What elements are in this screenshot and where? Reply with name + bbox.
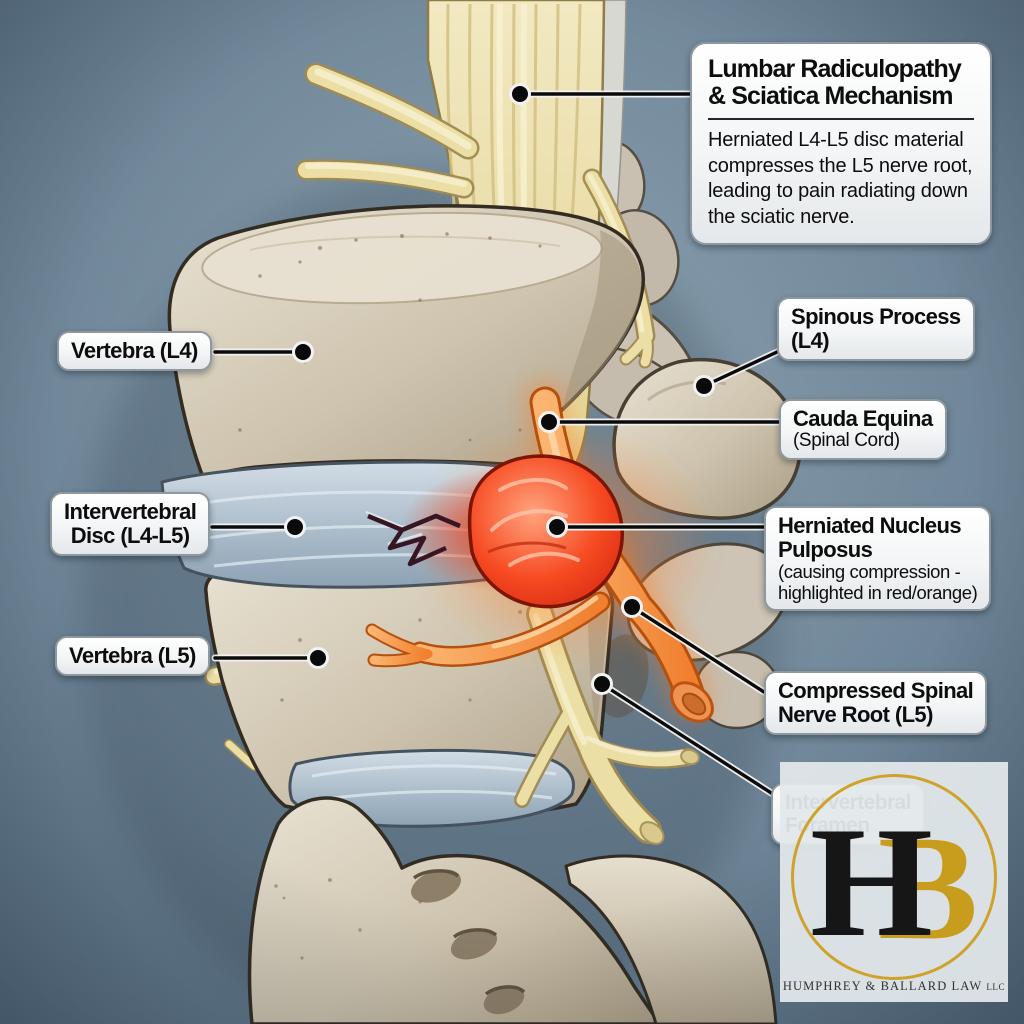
label-disc-line-1: Intervertebral bbox=[64, 499, 197, 524]
label-spinous-line-1: Spinous Process bbox=[791, 304, 961, 329]
label-compressed-line-1: Compressed Spinal bbox=[778, 678, 974, 703]
label-disc-line-2: Disc (L4-L5) bbox=[70, 523, 190, 549]
logo-firm-name-text: HUMPHREY & BALLARD LAW bbox=[782, 979, 983, 993]
label-cauda-equina: Cauda Equina (Spinal Cord) bbox=[779, 399, 947, 461]
label-cauda-sub: (Spinal Cord) bbox=[793, 430, 900, 452]
logo-monogram-b: B bbox=[878, 805, 979, 971]
label-herniated-line-1: Herniated Nucleus bbox=[778, 513, 962, 538]
label-herniated-sub-2: highlighted in red/orange) bbox=[778, 581, 978, 603]
logo-monogram-h: H bbox=[810, 795, 933, 970]
leader-dots bbox=[284, 83, 715, 695]
label-vertebra-l5-text: Vertebra (L5) bbox=[69, 643, 196, 668]
leader-lines bbox=[208, 90, 794, 802]
title-divider bbox=[708, 118, 974, 120]
label-vertebra-l4-text: Vertebra (L4) bbox=[71, 338, 198, 363]
label-compressed-line-2: Nerve Root (L5) bbox=[778, 702, 933, 728]
logo-firm-suffix: LLC bbox=[986, 982, 1006, 992]
logo-firm-name: HUMPHREY & BALLARD LAW LLC bbox=[780, 979, 1008, 994]
law-firm-watermark: B H HUMPHREY & BALLARD LAW LLC bbox=[780, 762, 1008, 1002]
title-description: Herniated L4-L5 disc material compresses… bbox=[708, 129, 973, 228]
title-line-1: Lumbar Radiculopathy bbox=[708, 55, 962, 83]
label-vertebra-l4: Vertebra (L4) bbox=[57, 331, 212, 372]
logo-circle bbox=[791, 774, 997, 980]
label-herniated-line-2: Pulposus bbox=[778, 537, 873, 563]
label-spinous-line-2: (L4) bbox=[791, 328, 830, 354]
title-line-2: & Sciatica Mechanism bbox=[708, 82, 954, 110]
label-vertebra-l5: Vertebra (L5) bbox=[55, 636, 210, 677]
label-spinous-process: Spinous Process (L4) bbox=[777, 297, 975, 362]
label-cauda-main: Cauda Equina bbox=[793, 406, 933, 431]
label-compressed-nerve-root: Compressed Spinal Nerve Root (L5) bbox=[764, 671, 988, 736]
title-box: Lumbar Radiculopathy & Sciatica Mechanis… bbox=[690, 42, 992, 246]
label-intervertebral-disc: Intervertebral Disc (L4-L5) bbox=[50, 492, 211, 557]
label-herniated-nucleus: Herniated Nucleus Pulposus (causing comp… bbox=[764, 506, 992, 612]
label-herniated-sub-1: (causing compression - bbox=[778, 561, 961, 583]
